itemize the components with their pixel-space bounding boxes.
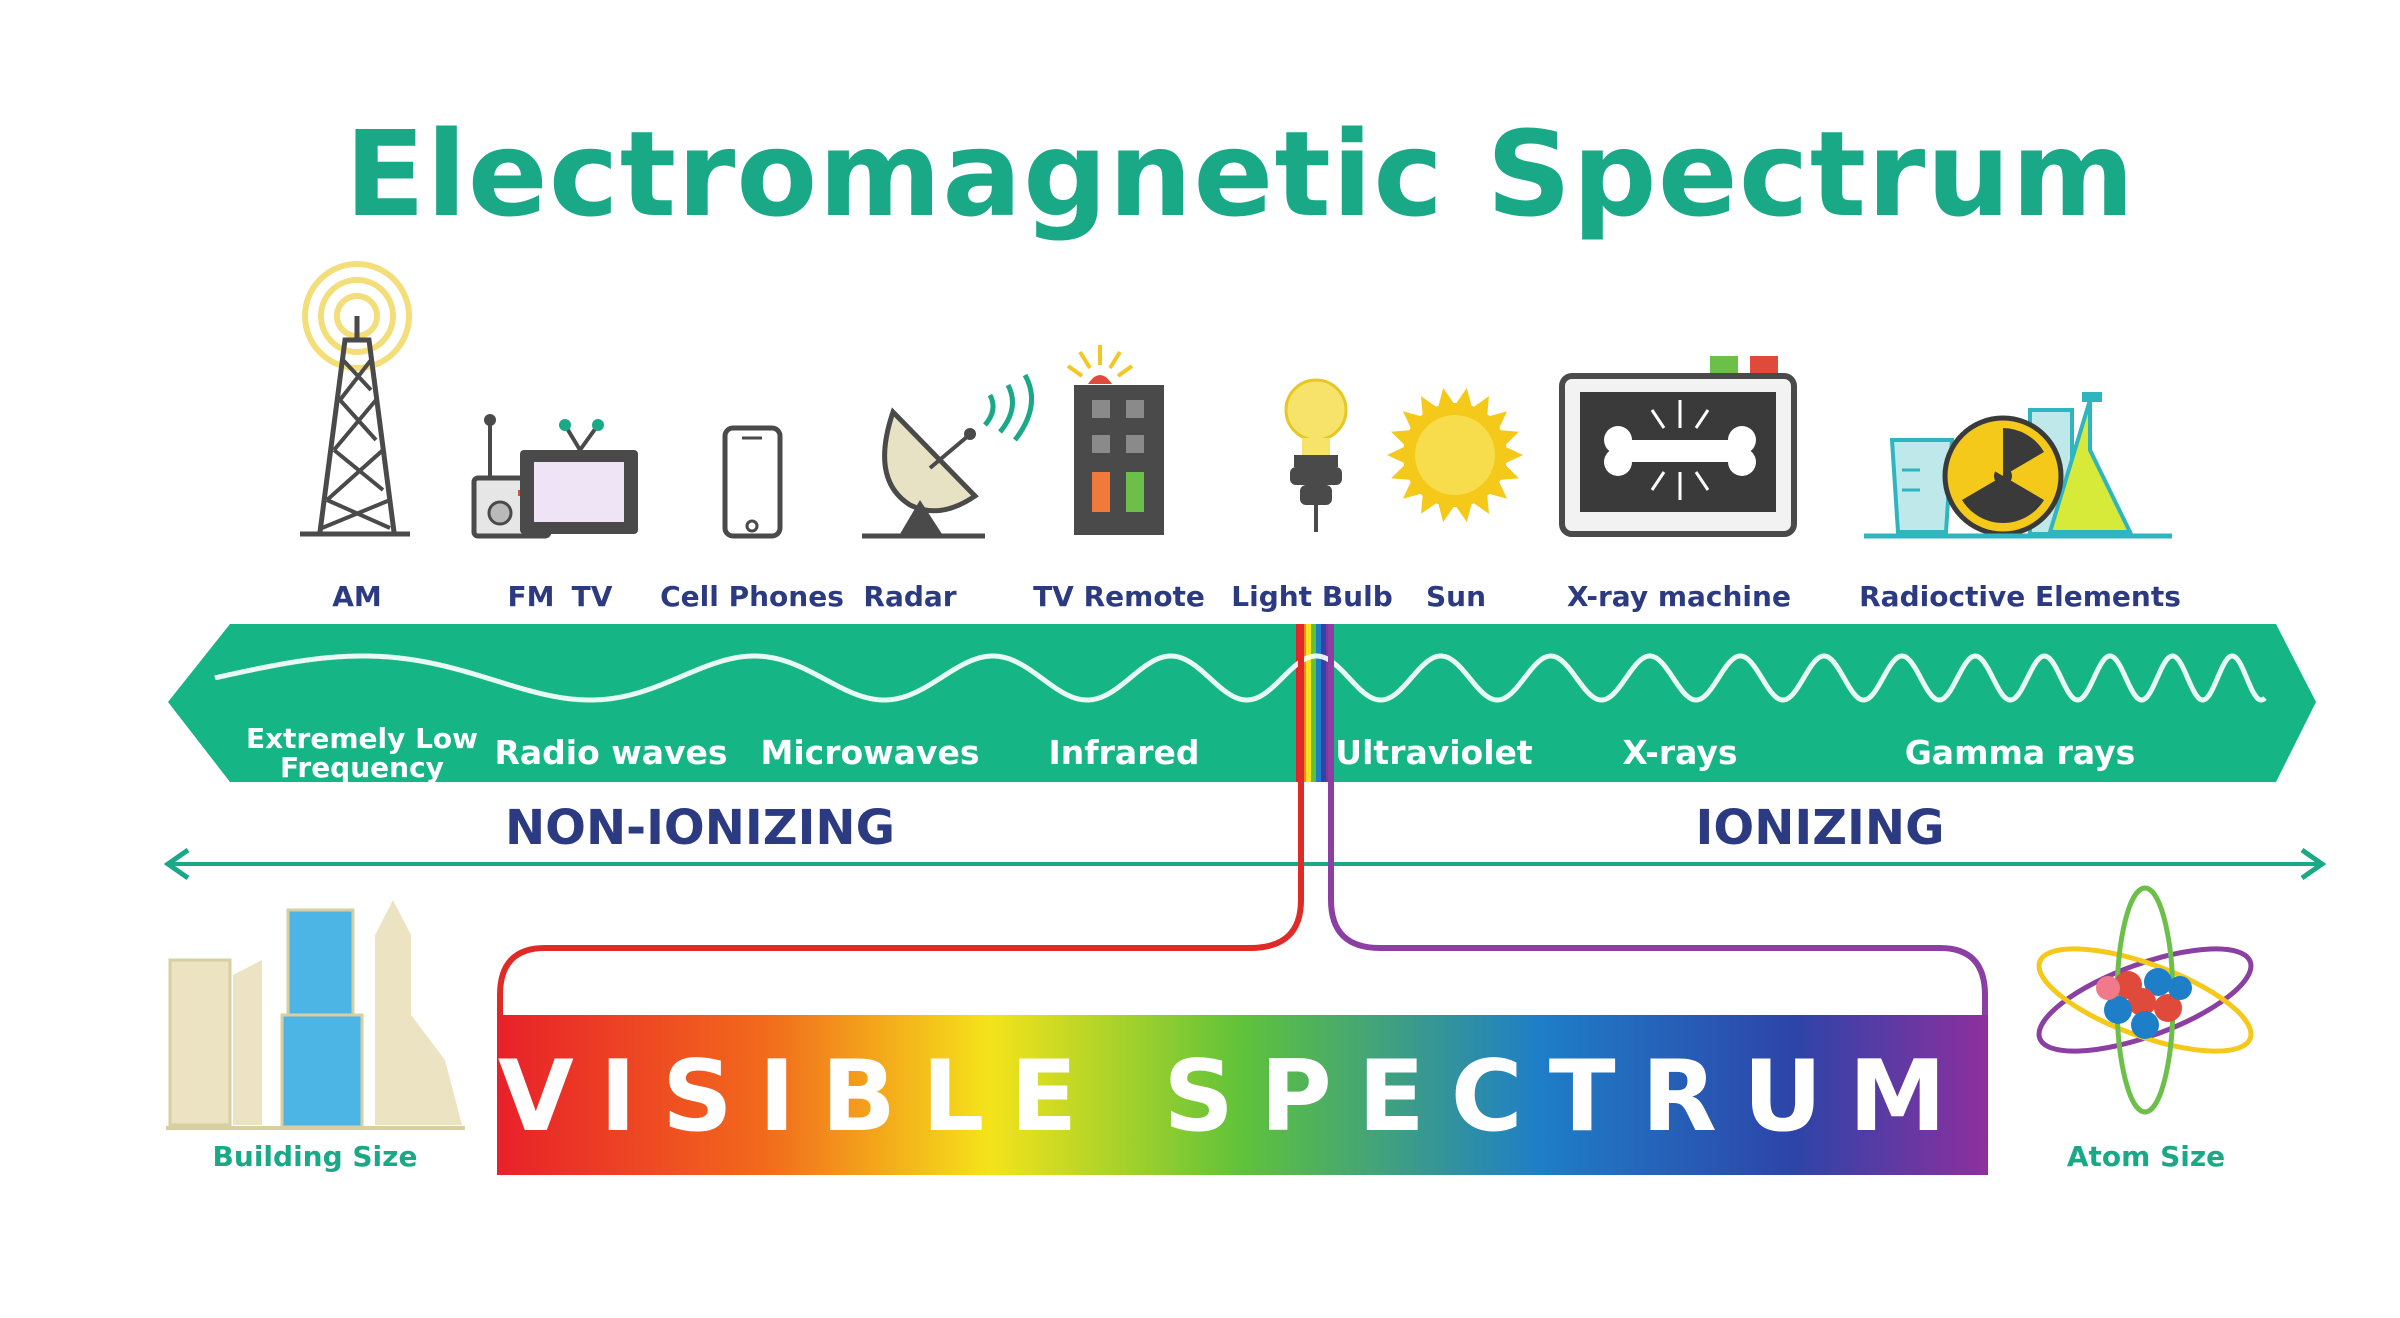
visible-spectrum-bar bbox=[497, 1015, 1988, 1175]
band-label-microwaves: Microwaves bbox=[760, 733, 980, 772]
band-label-elf-line1: Extremely Low bbox=[245, 722, 479, 755]
x-ray-machine-icon bbox=[1559, 356, 1797, 537]
radioactive-lab-icon bbox=[1864, 392, 2172, 539]
label-fm: FM bbox=[507, 580, 555, 613]
band-label-elf: Extremely Low Frequency bbox=[246, 724, 478, 782]
ionization-arrow bbox=[163, 847, 2327, 881]
label-am: AM bbox=[332, 580, 382, 613]
radar-dish-icon bbox=[862, 373, 1034, 539]
cell-phone-icon bbox=[722, 425, 783, 539]
label-cell-phones: Cell Phones bbox=[660, 580, 844, 613]
label-sun: Sun bbox=[1425, 580, 1487, 613]
label-light-bulb: Light Bulb bbox=[1231, 580, 1393, 613]
building-size-label: Building Size bbox=[212, 1140, 418, 1173]
visible-spectrum-label: VISIBLE SPECTRUM bbox=[497, 1040, 1973, 1154]
light-bulb-icon bbox=[1284, 378, 1348, 532]
label-radioactive-elements: Radioctive Elements bbox=[1859, 580, 2181, 613]
ionizing-label: IONIZING bbox=[1695, 800, 1945, 856]
band-label-ultraviolet: Ultraviolet bbox=[1335, 733, 1533, 772]
purple-connector bbox=[1328, 624, 1988, 1020]
band-label-infrared: Infrared bbox=[1048, 733, 1200, 772]
band-label-x-rays: X-rays bbox=[1622, 733, 1738, 772]
sun-icon bbox=[1387, 388, 1523, 522]
television-icon bbox=[520, 419, 638, 534]
band-label-gamma-rays: Gamma rays bbox=[1904, 733, 2136, 772]
band-label-radio-waves: Radio waves bbox=[494, 733, 728, 772]
atom-icon bbox=[2036, 885, 2254, 1115]
wave-line bbox=[214, 653, 2267, 703]
red-connector bbox=[497, 624, 1304, 1020]
page-title: Electromagnetic Spectrum bbox=[344, 105, 2136, 243]
label-radar: Radar bbox=[863, 580, 957, 613]
label-tv-remote: TV Remote bbox=[1033, 580, 1205, 613]
label-tv: TV bbox=[571, 580, 613, 613]
spectrum-band bbox=[168, 624, 2316, 782]
label-x-ray-machine: X-ray machine bbox=[1567, 580, 1791, 613]
band-label-elf-line2: Frequency bbox=[280, 751, 444, 784]
atom-size-label: Atom Size bbox=[2066, 1140, 2226, 1173]
radio-tower-icon bbox=[300, 261, 412, 537]
non-ionizing-label: NON-IONIZING bbox=[505, 800, 895, 856]
buildings-icon bbox=[166, 900, 465, 1130]
remote-control-icon bbox=[1066, 345, 1164, 535]
